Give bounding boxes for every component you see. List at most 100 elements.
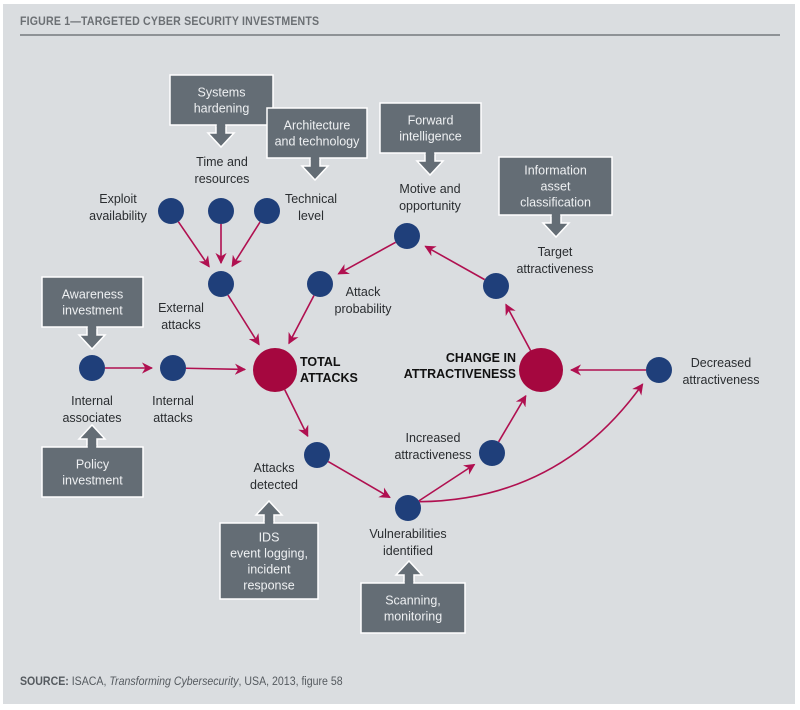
- node-label-attack-prob: Attack: [346, 285, 381, 299]
- investment-label: Policy: [76, 458, 110, 472]
- edge-motive-to-attack_prob: [337, 241, 397, 275]
- investment-label: Architecture: [284, 119, 351, 133]
- investment-label: asset: [541, 180, 571, 194]
- hub-label-total: ATTACKS: [300, 371, 358, 385]
- investment-label: and technology: [275, 135, 361, 149]
- investment-box: [360, 582, 466, 634]
- edge-technical-to-external: [231, 221, 261, 268]
- node-label-target: attractiveness: [516, 262, 593, 276]
- node-label-external: attacks: [161, 318, 201, 332]
- investment-label: investment: [62, 304, 123, 318]
- node-decreased: [646, 357, 672, 383]
- investment-box: [498, 156, 613, 216]
- node-label-external: External: [158, 301, 204, 315]
- node-attack-prob: [307, 271, 333, 297]
- investment-label: Forward: [408, 114, 454, 128]
- node-label-exploit: availability: [89, 209, 147, 223]
- hub-label-total: TOTAL: [300, 355, 341, 369]
- node-label-increased: Increased: [406, 431, 461, 445]
- nodes: [79, 198, 672, 521]
- node-label-time: resources: [195, 172, 250, 186]
- node-internal-att: [160, 355, 186, 381]
- node-label-motive: opportunity: [399, 199, 462, 213]
- source-label: SOURCE:: [20, 676, 69, 688]
- investment-label: classification: [520, 196, 591, 210]
- figure-source: SOURCE: ISACA, Transforming Cybersecurit…: [20, 676, 343, 688]
- node-label-technical: level: [298, 209, 324, 223]
- node-label-motive: Motive and: [399, 182, 460, 196]
- source-prefix: ISACA,: [68, 676, 110, 688]
- node-label-exploit: Exploit: [99, 192, 137, 206]
- edge-exploit-to-external: [177, 221, 210, 268]
- node-internal-assoc: [79, 355, 105, 381]
- edge-vuln-to-increased: [418, 463, 476, 502]
- node-label-detected: detected: [250, 478, 298, 492]
- node-label-increased: attractiveness: [394, 448, 471, 462]
- node-technical: [254, 198, 280, 224]
- investment-box: [169, 74, 274, 126]
- investment-box: [379, 102, 482, 154]
- node-motive: [394, 223, 420, 249]
- investment-box-architecture: Architecture and technology: [266, 107, 368, 182]
- investment-label: Awareness: [62, 288, 124, 302]
- node-target: [483, 273, 509, 299]
- node-label-decreased: attractiveness: [682, 373, 759, 387]
- edge-target-to-motive: [424, 245, 486, 281]
- investment-label: Systems: [198, 86, 246, 100]
- investment-label: intelligence: [399, 130, 462, 144]
- node-time: [208, 198, 234, 224]
- edge-increased-to-change: [497, 394, 527, 443]
- investment-box-systems-hardening: Systems hardening: [169, 74, 274, 149]
- node-label-vuln: identified: [383, 544, 433, 558]
- investment-box-forward-intel: Forward intelligence: [379, 102, 482, 177]
- source-title: Transforming Cybersecurity: [109, 676, 239, 688]
- node-label-vuln: Vulnerabilities: [369, 527, 446, 541]
- investment-label: Scanning,: [385, 594, 441, 608]
- node-label-internal-att: attacks: [153, 411, 193, 425]
- investment-label: monitoring: [384, 610, 442, 624]
- investment-box: [266, 107, 368, 159]
- investment-label: response: [243, 579, 294, 593]
- node-label-detected: Attacks: [254, 461, 295, 475]
- node-label-attack-prob: probability: [335, 302, 393, 316]
- edge-detected-to-vuln: [327, 460, 391, 499]
- node-label-internal-assoc: Internal: [71, 394, 113, 408]
- edge-vuln-to-decreased: [419, 383, 644, 503]
- hub-change: [519, 348, 563, 392]
- source-suffix: , USA, 2013, figure 58: [238, 676, 343, 688]
- investment-label: event logging,: [230, 547, 308, 561]
- edge-internal_att-to-total: [185, 363, 247, 375]
- node-increased: [479, 440, 505, 466]
- node-label-internal-assoc: associates: [62, 411, 121, 425]
- edge-change-to-target: [505, 303, 532, 351]
- node-vuln: [395, 495, 421, 521]
- investment-box-ids: IDS event logging, incident response: [219, 499, 319, 600]
- investment-label: hardening: [194, 102, 250, 116]
- edge-external-to-total: [227, 294, 260, 346]
- node-label-internal-att: Internal: [152, 394, 194, 408]
- node-external: [208, 271, 234, 297]
- edge-total-to-detected: [284, 389, 309, 438]
- investment-label: incident: [247, 563, 291, 577]
- hub-label-change: ATTRACTIVENESS: [404, 367, 516, 381]
- investment-box-awareness: Awareness investment: [41, 276, 144, 351]
- figure-title: FIGURE 1—TARGETED CYBER SECURITY INVESTM…: [20, 16, 320, 28]
- node-detected: [304, 442, 330, 468]
- investment-box-scanning: Scanning, monitoring: [360, 559, 466, 634]
- node-exploit: [158, 198, 184, 224]
- investment-label: IDS: [259, 531, 280, 545]
- node-label-technical: Technical: [285, 192, 337, 206]
- node-label-time: Time and: [196, 155, 248, 169]
- hub-total: [253, 348, 297, 392]
- investment-box-info-asset: Information asset classification: [498, 156, 613, 239]
- node-label-target: Target: [538, 245, 573, 259]
- edge-attack_prob-to-total: [288, 295, 315, 345]
- investment-box: [41, 446, 144, 498]
- edges: [105, 221, 646, 503]
- node-labels: Exploit availability Time and resourcesTech…: [62, 155, 759, 558]
- investment-label: Information: [524, 164, 587, 178]
- title-rule: [20, 34, 780, 36]
